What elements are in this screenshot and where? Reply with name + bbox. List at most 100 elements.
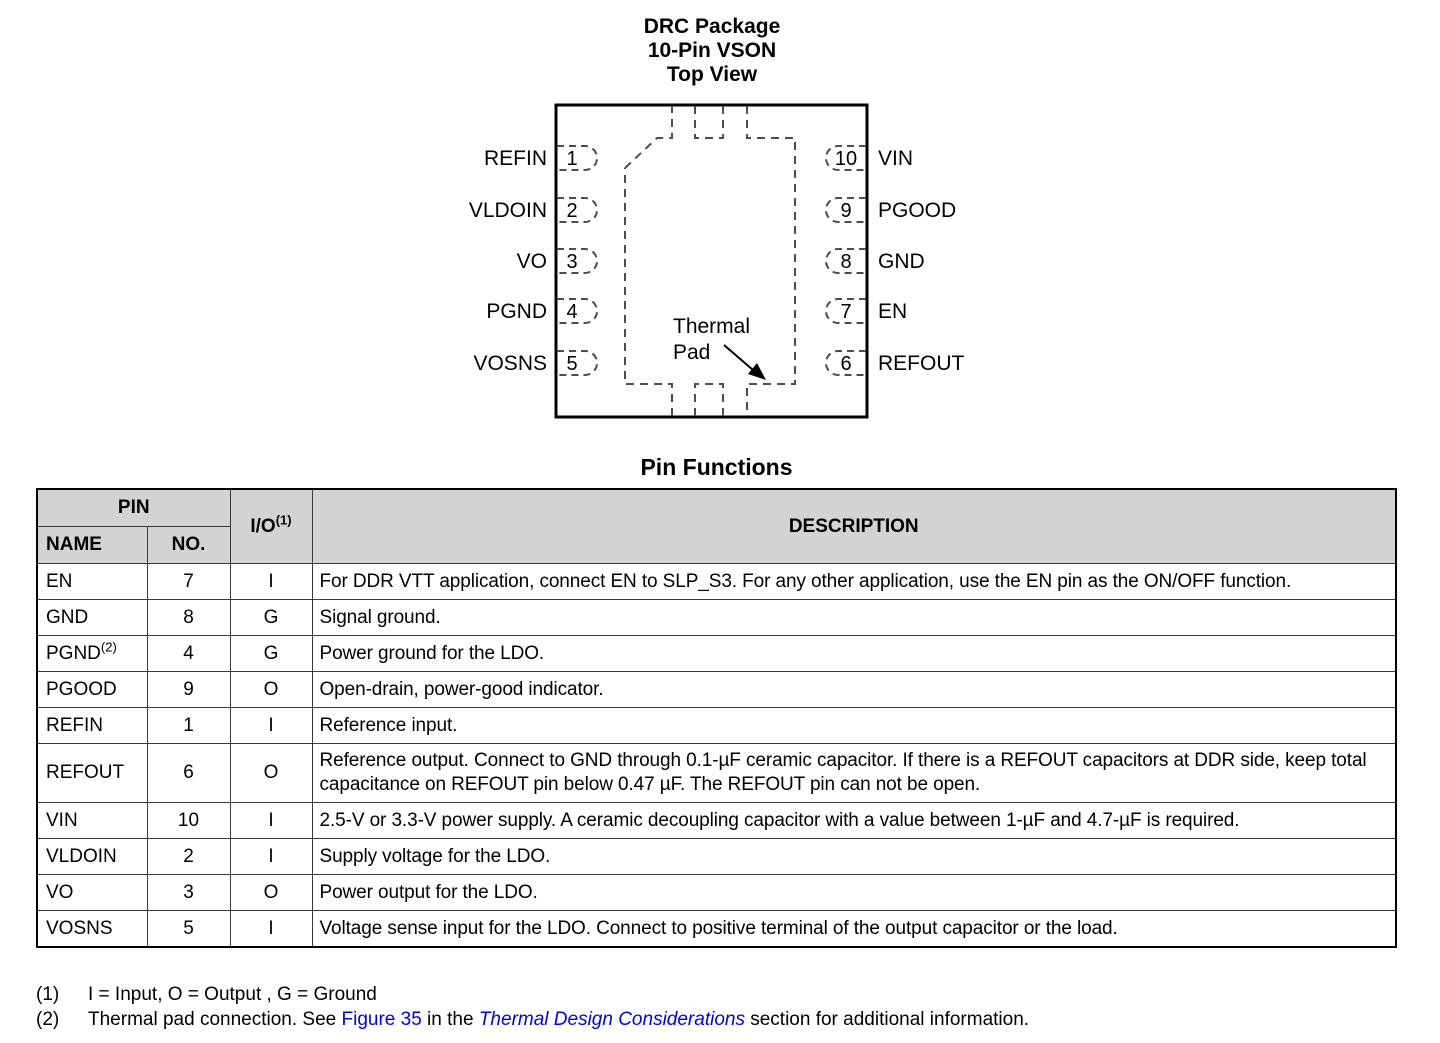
thermal-design-considerations-link[interactable]: Thermal Design Considerations: [478, 1009, 745, 1030]
pin-label-refin: REFIN: [484, 147, 547, 170]
pin-name-cell: REFIN: [36, 707, 148, 744]
pin-label-gnd: GND: [878, 250, 925, 273]
pin-desc-cell: 2.5-V or 3.3-V power supply. A ceramic d…: [311, 802, 1397, 839]
table-row: VO 3 O Power output for the LDO.: [36, 874, 1397, 911]
header-pin-group: PIN: [36, 488, 231, 527]
package-title-line1: DRC Package: [644, 15, 781, 38]
pin-no-cell: 8: [146, 599, 231, 636]
thermal-pad-outline: [624, 106, 796, 416]
pin-no-cell: 7: [146, 563, 231, 600]
pin-functions-table: PIN I/O(1) DESCRIPTION NAME NO. EN 7 I F…: [36, 488, 1397, 948]
pin-label-refout: REFOUT: [878, 352, 965, 375]
pin-io-cell: I: [229, 838, 313, 875]
pin-io-cell: I: [229, 802, 313, 839]
table-row: GND 8 G Signal ground.: [36, 599, 1397, 636]
pin-label-vo: VO: [517, 250, 547, 273]
table-row: VOSNS 5 I Voltage sense input for the LD…: [36, 910, 1397, 948]
table-title: Pin Functions: [640, 454, 793, 480]
header-row-sub: NAME NO.: [36, 526, 1396, 564]
table-row: REFOUT 6 O Reference output. Connect to …: [36, 743, 1397, 803]
pin-io-cell: G: [229, 599, 313, 636]
table-row: REFIN 1 I Reference input.: [36, 707, 1397, 744]
pin-2-number: 2: [566, 200, 577, 222]
pin-5-pad: [557, 350, 598, 376]
pin-4-number: 4: [566, 301, 577, 323]
pin-6-number: 6: [840, 353, 851, 375]
table-row: PGND(2) 4 G Power ground for the LDO.: [36, 635, 1397, 672]
pin-io-cell: I: [229, 910, 313, 948]
pin-no-cell: 2: [146, 838, 231, 875]
pin-name-cell: GND: [36, 599, 148, 636]
footnote-2-pre: Thermal pad connection. See: [88, 1009, 342, 1030]
pin-name-cell: VIN: [36, 802, 148, 839]
pin-label-en: EN: [878, 300, 907, 323]
thermal-pad-arrow-line: [723, 344, 754, 371]
footnotes: (1) I = Input, O = Output , G = Ground (…: [36, 982, 1406, 1032]
pin-name-cell: REFOUT: [36, 743, 148, 803]
pin-name-cell: PGOOD: [36, 671, 148, 708]
pin-1-pad: [557, 145, 598, 171]
figure-35-link[interactable]: Figure 35: [341, 1009, 422, 1030]
header-io: I/O(1): [229, 488, 313, 564]
footnote-2-marker: (2): [36, 1009, 60, 1030]
pin-name-cell: EN: [36, 563, 148, 600]
pin-label-vin: VIN: [878, 147, 913, 170]
table-row: VLDOIN 2 I Supply voltage for the LDO.: [36, 838, 1397, 875]
pin-desc-cell: Signal ground.: [311, 599, 1397, 636]
footnote-1-marker: (1): [36, 984, 60, 1005]
pin-desc-cell: Power ground for the LDO.: [311, 635, 1397, 672]
thermal-pad-label-line2: Pad: [673, 341, 710, 364]
pin-7-number: 7: [840, 301, 851, 323]
header-name: NAME: [36, 526, 148, 564]
thermal-pad-arrowhead-icon: [748, 363, 766, 380]
package-outline: [554, 103, 869, 419]
pin-no-cell: 1: [146, 707, 231, 744]
thermal-pad-label-line1: Thermal: [673, 315, 750, 338]
pin-io-cell: I: [229, 707, 313, 744]
pin-no-cell: 3: [146, 874, 231, 911]
pin-desc-cell: For DDR VTT application, connect EN to S…: [311, 563, 1397, 600]
table-row: EN 7 I For DDR VTT application, connect …: [36, 563, 1397, 600]
pin-name-cell: PGND(2): [36, 635, 148, 672]
footnote-2-text: Thermal pad connection. See Figure 35 in…: [88, 1007, 1406, 1032]
table-row: VIN 10 I 2.5-V or 3.3-V power supply. A …: [36, 802, 1397, 839]
pin-4-pad: [557, 298, 598, 324]
pin-no-cell: 6: [146, 743, 231, 803]
pin-no-cell: 5: [146, 910, 231, 948]
pin-label-pgnd: PGND: [486, 300, 547, 323]
table-row: PGOOD 9 O Open-drain, power-good indicat…: [36, 671, 1397, 708]
pin-io-cell: I: [229, 563, 313, 600]
pin-2-pad: [557, 197, 598, 223]
pin-io-cell: G: [229, 635, 313, 672]
pin-5-number: 5: [566, 353, 577, 375]
pin-8-pad: [825, 248, 866, 274]
pin-9-number: 9: [840, 200, 851, 222]
pin-label-vldoin: VLDOIN: [469, 199, 547, 222]
pin-desc-cell: Voltage sense input for the LDO. Connect…: [311, 910, 1397, 948]
pin-name-cell: VO: [36, 874, 148, 911]
pin-label-vosns: VOSNS: [473, 352, 547, 375]
footnote-2-mid: in the: [421, 1009, 479, 1030]
footnote-2: (2) Thermal pad connection. See Figure 3…: [36, 1007, 1406, 1032]
header-row-group: PIN I/O(1) DESCRIPTION: [36, 488, 1397, 564]
pin-label-pgood: PGOOD: [878, 199, 956, 222]
package-diagram: DRC Package 10-Pin VSON Top View 1 2 3 4…: [469, 15, 965, 419]
footnote-2-post: section for additional information.: [744, 1009, 1030, 1030]
pin-desc-cell: Reference output. Connect to GND through…: [311, 743, 1397, 803]
package-title-line3: Top View: [667, 63, 758, 86]
pin-7-pad: [825, 298, 866, 324]
pin-desc-cell: Supply voltage for the LDO.: [311, 838, 1397, 875]
pin-no-cell: 10: [146, 802, 231, 839]
pin-desc-cell: Open-drain, power-good indicator.: [311, 671, 1397, 708]
pin-1-number: 1: [566, 148, 577, 170]
pin-10-number: 10: [835, 148, 857, 170]
pin-no-cell: 9: [146, 671, 231, 708]
pin-no-cell: 4: [146, 635, 231, 672]
pin-9-pad: [825, 197, 866, 223]
pin-name-cell: VOSNS: [36, 910, 148, 948]
pin-6-pad: [825, 350, 866, 376]
pin-name-cell: VLDOIN: [36, 838, 148, 875]
footnote-1-text: I = Input, O = Output , G = Ground: [88, 984, 377, 1005]
pin-io-cell: O: [229, 874, 313, 911]
